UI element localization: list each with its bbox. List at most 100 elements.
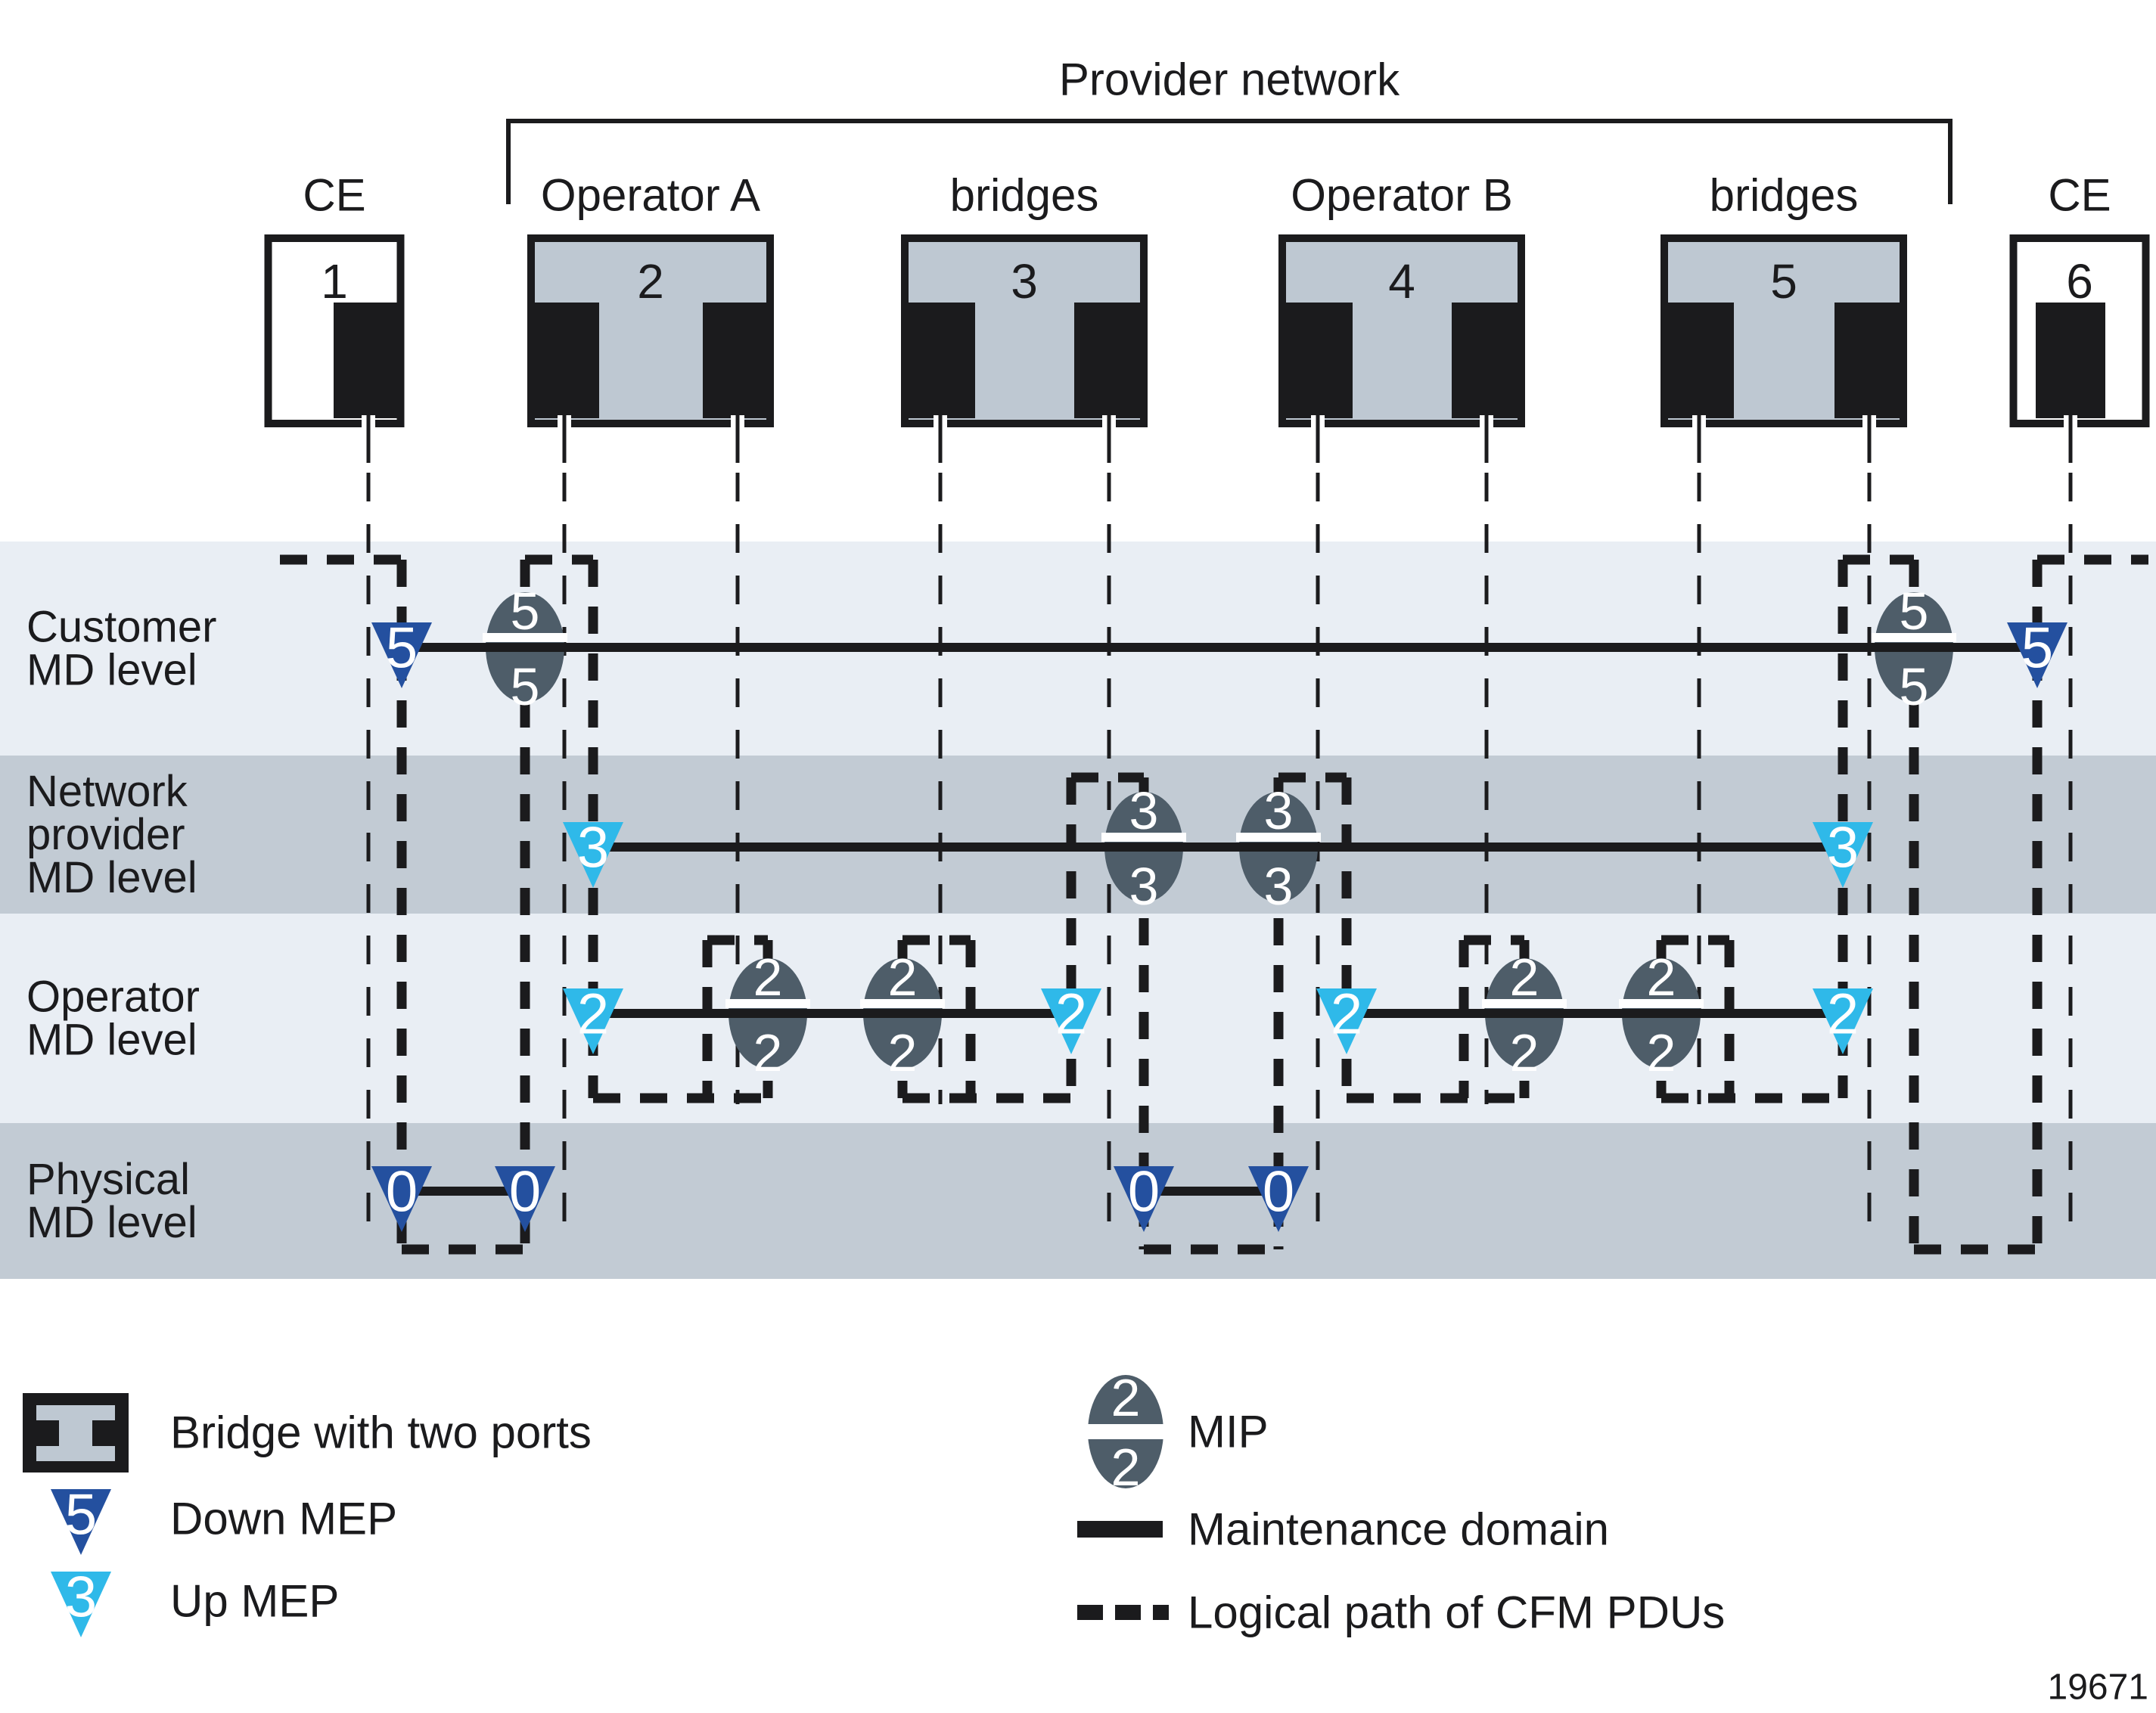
mip-lower-number: 2 (1510, 1023, 1539, 1082)
down-mep-triangle (1114, 1166, 1174, 1232)
mip-upper-number: 5 (511, 582, 540, 641)
bridge-port (703, 303, 772, 418)
mip-lower-number: 2 (1647, 1023, 1676, 1082)
up-mep-level-2: 2 (563, 982, 623, 1054)
figure-number: 19671 (2048, 1668, 2148, 1708)
down-mep-triangle (371, 622, 432, 688)
device-ce-1: 1 CE (264, 170, 405, 463)
provider-network-bracket (506, 119, 1953, 204)
up-mep-triangle (563, 988, 623, 1054)
legend-mip-lower-number: 2 (1111, 1438, 1141, 1497)
bridge-port (530, 303, 599, 418)
up-mep-level-2: 2 (1316, 982, 1377, 1054)
mip-upper-number: 2 (888, 948, 918, 1007)
up-mep-triangle (563, 822, 623, 888)
mip-lower-number: 5 (511, 657, 540, 716)
mep-level-number: 0 (509, 1160, 541, 1224)
down-mep-icon: 5 (51, 1483, 111, 1555)
mep-level-number: 0 (1128, 1160, 1160, 1224)
up-mep-level-3: 3 (563, 816, 623, 888)
bridge-port (906, 303, 975, 418)
bridge-port (1283, 303, 1353, 418)
provider-network-title: Provider network (1059, 54, 1400, 105)
mip-split-gap (1482, 999, 1567, 1008)
mip-split-gap (483, 633, 567, 642)
bridge-port (1452, 303, 1521, 418)
down-mep-triangle (51, 1489, 111, 1555)
band-label-operator-md-level: MD level (26, 1016, 197, 1065)
device-number: 3 (1011, 254, 1038, 309)
mep-level-number: 0 (386, 1160, 418, 1224)
legend-maintenance-domain-label: Maintenance domain (1188, 1504, 1609, 1555)
device-label: Operator A (541, 170, 760, 221)
mip-upper-number: 5 (1900, 582, 1929, 641)
mip-lower-number: 2 (888, 1023, 918, 1082)
legend-up-mep-number: 3 (65, 1566, 97, 1630)
up-mep-triangle (1813, 822, 1873, 888)
up-mep-triangle (51, 1572, 111, 1637)
down-mep-triangle (1248, 1166, 1309, 1232)
mep-level-number: 3 (577, 816, 609, 880)
down-mep-level-0: 0 (1248, 1160, 1309, 1232)
device-label: CE (303, 170, 365, 221)
bridge-port (1074, 303, 1144, 418)
band-label-physical-md-level: MD level (26, 1198, 197, 1247)
up-mep-level-3: 3 (1813, 816, 1873, 888)
up-mep-triangle (1813, 988, 1873, 1054)
mep-level-number: 2 (1827, 982, 1859, 1047)
mip-upper-number: 3 (1264, 781, 1294, 840)
legend-up-mep-label: Up MEP (170, 1576, 339, 1627)
device-number: 2 (637, 254, 664, 309)
bridge-port (1834, 303, 1904, 418)
mip-upper-number: 2 (1510, 948, 1539, 1007)
down-mep-triangle (495, 1166, 555, 1232)
bridge-port (334, 303, 403, 418)
mep-level-number: 2 (1331, 982, 1362, 1047)
legend-mip-upper-number: 2 (1111, 1368, 1141, 1427)
legend-down-mep-number: 5 (65, 1483, 97, 1547)
mip-lower-number: 5 (1900, 657, 1929, 716)
mip-split-gap (1872, 633, 1956, 642)
bridge-port (2036, 303, 2105, 418)
up-mep-triangle (1316, 988, 1377, 1054)
up-mep-icon: 3 (51, 1566, 111, 1637)
device-label: bridges (1710, 170, 1859, 221)
mip-upper-number: 2 (1647, 948, 1676, 1007)
band-label-network-provider-md-level: provider (26, 810, 185, 859)
mep-level-number: 5 (2021, 616, 2053, 681)
mip-lower-number: 3 (1129, 857, 1159, 916)
mep-level-number: 0 (1263, 1160, 1294, 1224)
mip-lower-number: 2 (753, 1023, 783, 1082)
device-bridge-2: 2 Operator A (527, 170, 774, 463)
up-mep-level-2: 2 (1041, 982, 1101, 1054)
band-label-network-provider-md-level: Network (26, 767, 188, 816)
mip-split-gap (860, 999, 945, 1008)
bridge-port (1664, 303, 1734, 418)
band-label-network-provider-md-level: MD level (26, 853, 197, 902)
band-label-customer-md-level: MD level (26, 646, 197, 695)
down-mep-level-0: 0 (371, 1160, 432, 1232)
band-label-operator-md-level: Operator (26, 973, 200, 1022)
mep-level-number: 2 (577, 982, 609, 1047)
mip-upper-number: 2 (753, 948, 783, 1007)
down-mep-level-5: 5 (2007, 616, 2067, 688)
device-number: 6 (2066, 254, 2093, 309)
down-mep-level-0: 0 (1114, 1160, 1174, 1232)
device-bridge-5: 5 bridges (1660, 170, 1907, 463)
mep-level-number: 5 (386, 616, 418, 681)
device-number: 1 (321, 254, 348, 309)
mip-split-gap (1101, 833, 1186, 842)
device-number: 5 (1770, 254, 1797, 309)
bridge-two-ports-icon (23, 1393, 129, 1472)
band-physical-md-level (0, 1123, 2156, 1279)
legend-bridge-label: Bridge with two ports (170, 1407, 592, 1458)
band-label-customer-md-level: Customer (26, 603, 216, 652)
mep-level-number: 3 (1827, 816, 1859, 880)
down-mep-triangle (371, 1166, 432, 1232)
mip-split-gap (725, 999, 810, 1008)
